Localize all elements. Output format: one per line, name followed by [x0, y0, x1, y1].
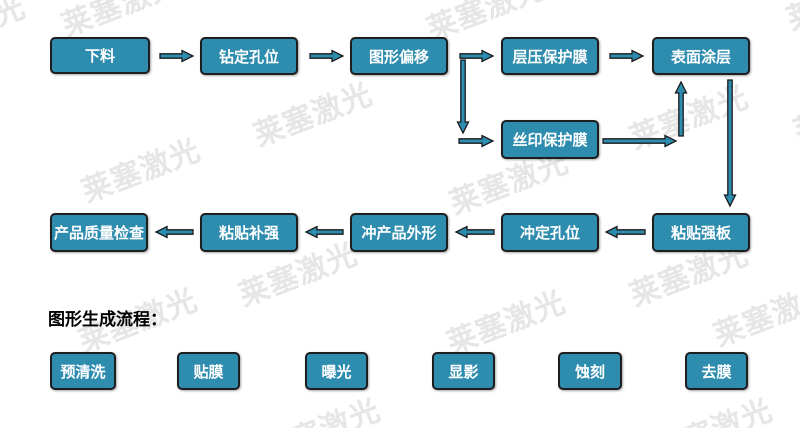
- arrow-into-screen-print: [458, 134, 495, 148]
- flow-node-exposure: 曝光: [305, 352, 368, 390]
- flow-node-film-lamination: 贴膜: [177, 352, 240, 390]
- arrow-blanking-to-drill: [159, 49, 195, 63]
- arrow-stiffener-to-punch-holes: [604, 225, 646, 239]
- flow-node-blanking: 下料: [50, 37, 150, 74]
- section-title: 图形生成流程：: [48, 310, 167, 330]
- flow-node-paste-reinforcement: 粘贴补强: [200, 213, 298, 252]
- flow-node-laminate-protective-film: 层压保护膜: [501, 37, 599, 75]
- arrow-pattern-offset-down: [456, 59, 470, 135]
- flow-node-punch-product-outline: 冲产品外形: [350, 213, 448, 252]
- flow-node-product-quality-inspection: 产品质量检查: [50, 213, 148, 252]
- flow-node-developing: 显影: [432, 352, 495, 390]
- arrow-up-into-surface-coating: [674, 80, 688, 137]
- arrow-reinforcement-to-inspection: [154, 225, 194, 239]
- flow-node-pattern-offset: 图形偏移: [350, 37, 448, 75]
- arrow-drill-to-pattern-offset: [309, 49, 345, 63]
- arrow-laminate-to-surface-coating: [609, 49, 645, 63]
- flow-node-surface-coating: 表面涂层: [652, 37, 750, 75]
- arrow-punch-holes-to-punch-outline: [454, 225, 495, 239]
- arrow-surface-coating-to-stiffener: [723, 79, 737, 208]
- flow-node-screen-print-protective-film: 丝印保护膜: [501, 120, 599, 159]
- flow-node-etching: 蚀刻: [558, 352, 622, 390]
- flow-node-pre-cleaning: 预清洗: [50, 352, 116, 390]
- flow-node-punch-positioning-holes: 冲定孔位: [501, 213, 599, 252]
- flow-node-paste-stiffener: 粘贴强板: [652, 213, 750, 252]
- arrow-screen-print-out: [602, 134, 678, 148]
- arrow-punch-outline-to-reinforcement: [304, 225, 344, 239]
- arrow-pattern-offset-to-laminate: [459, 49, 495, 63]
- flow-node-drill-positioning-holes: 钻定孔位: [200, 37, 298, 75]
- flow-node-film-stripping: 去膜: [685, 352, 748, 390]
